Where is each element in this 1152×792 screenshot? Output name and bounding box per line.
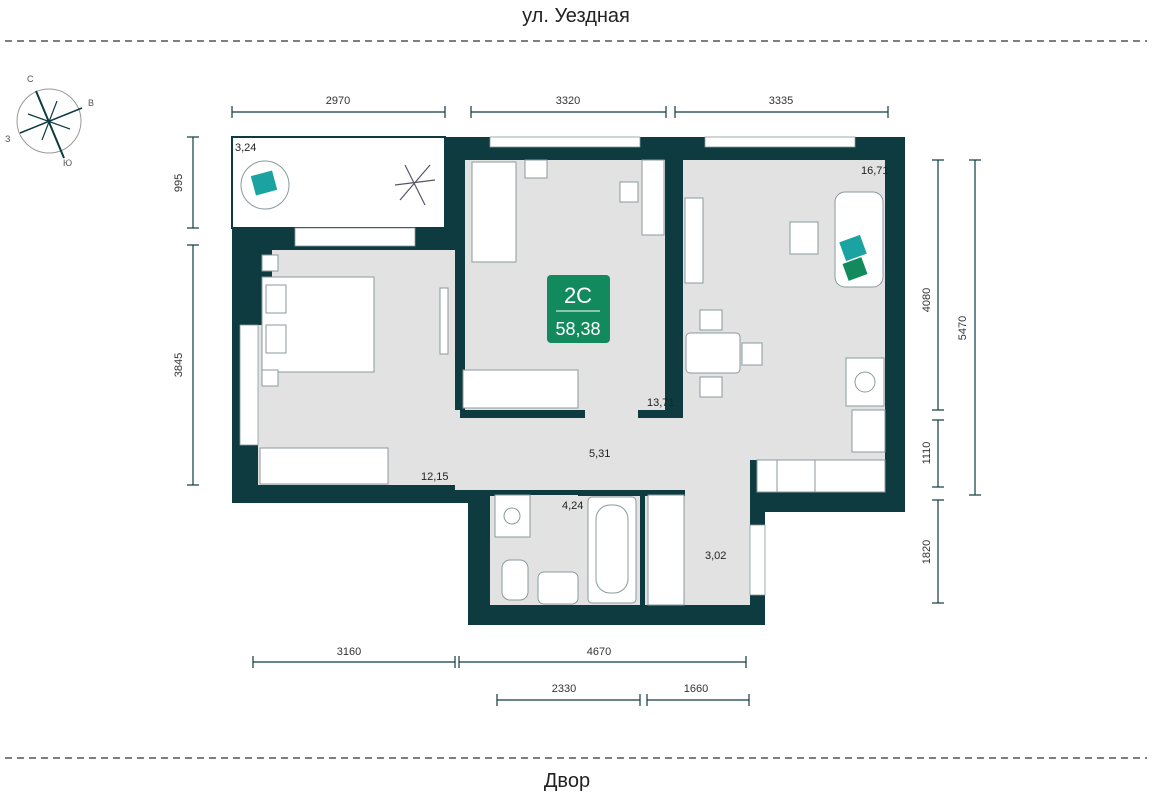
furniture xyxy=(240,159,886,606)
compass-south: Ю xyxy=(63,158,72,168)
dim-bottom-sub-right: 1660 xyxy=(684,683,708,695)
compass-east: В xyxy=(88,98,94,108)
area-bathroom: 4,24 xyxy=(562,500,583,512)
dim-right-lower: 1820 xyxy=(921,540,933,564)
dim-left-top: 995 xyxy=(173,174,185,192)
apartment-badge: 2С 58,38 xyxy=(547,275,610,343)
area-bedroom: 12,15 xyxy=(421,471,449,483)
area-hall: 3,02 xyxy=(705,550,726,562)
kitchen-floor-lower xyxy=(683,455,750,495)
dim-right-inner-top: 4080 xyxy=(921,288,933,312)
windows xyxy=(239,136,856,596)
street-bottom-label: Двор xyxy=(544,770,590,792)
area-kitchen-living: 16,71 xyxy=(861,165,889,177)
compass-north: С xyxy=(27,74,34,84)
compass-west: З xyxy=(5,134,10,144)
dim-right-inner-bottom: 1110 xyxy=(921,442,933,465)
dim-bottom-right: 4670 xyxy=(587,646,611,658)
dim-right-outer: 5470 xyxy=(957,316,969,340)
dim-bottom-left: 3160 xyxy=(337,646,361,658)
dimension-lines xyxy=(187,106,981,706)
compass-icon: С В З Ю xyxy=(5,74,94,168)
dim-bottom-sub-left: 2330 xyxy=(552,683,576,695)
area-corridor: 5,31 xyxy=(589,448,610,460)
dim-top-middle: 3320 xyxy=(556,95,580,107)
dim-left-bottom: 3845 xyxy=(173,353,185,377)
dim-top-left: 2970 xyxy=(326,95,350,107)
apartment-total-area: 58,38 xyxy=(555,319,600,339)
apartment-type: 2С xyxy=(564,283,592,308)
dim-top-right: 3335 xyxy=(769,95,793,107)
area-living-room: 13,71 xyxy=(647,397,675,409)
area-balcony: 3,24 xyxy=(235,142,256,154)
street-top-label: ул. Уездная xyxy=(522,5,630,27)
